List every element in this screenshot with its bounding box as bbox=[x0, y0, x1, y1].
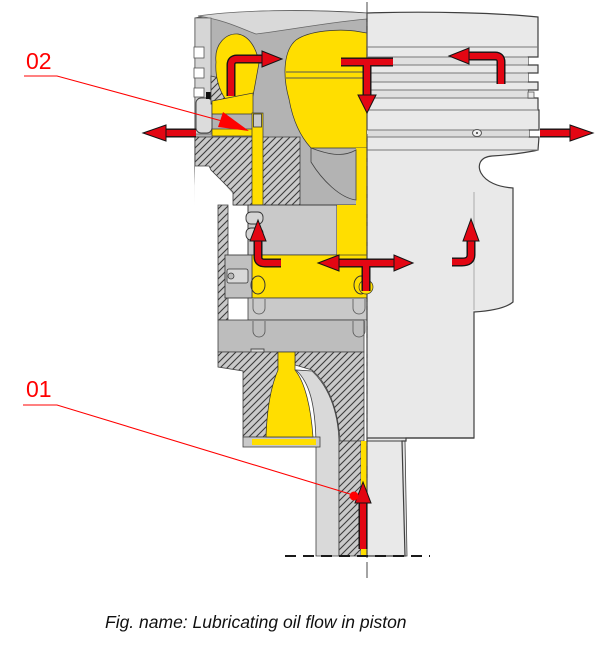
oil-up-to-cooling-gallery-arrow-icon bbox=[226, 50, 284, 96]
piston-pin bbox=[247, 204, 338, 256]
oil-up-connecting-rod-arrow-icon bbox=[354, 480, 372, 549]
callout-01: 01 bbox=[23, 376, 359, 501]
oil-from-ring-groove-left-arrow-icon bbox=[447, 47, 506, 84]
figure-caption: Fig. name: Lubricating oil flow in pisto… bbox=[105, 612, 407, 632]
oil-out-left-arrow-icon bbox=[141, 124, 196, 142]
oil-flow-arrows bbox=[141, 47, 595, 549]
oil-out-right-arrow-icon bbox=[540, 124, 595, 142]
oil-down-crown-center-arrow-icon bbox=[341, 57, 393, 115]
callout-02-label: 02 bbox=[26, 48, 52, 74]
callout-01-label: 01 bbox=[26, 376, 52, 402]
oil-spread-at-pin-arrow-icon bbox=[316, 254, 415, 291]
piston-external-view bbox=[366, 11, 540, 557]
oil-up-from-pin-arrow-icon bbox=[249, 218, 281, 268]
rod-small-end-oil-funnel bbox=[265, 351, 314, 438]
oil-up-skirt-arrow-icon bbox=[452, 217, 480, 267]
callout-02: 02 bbox=[24, 48, 249, 131]
